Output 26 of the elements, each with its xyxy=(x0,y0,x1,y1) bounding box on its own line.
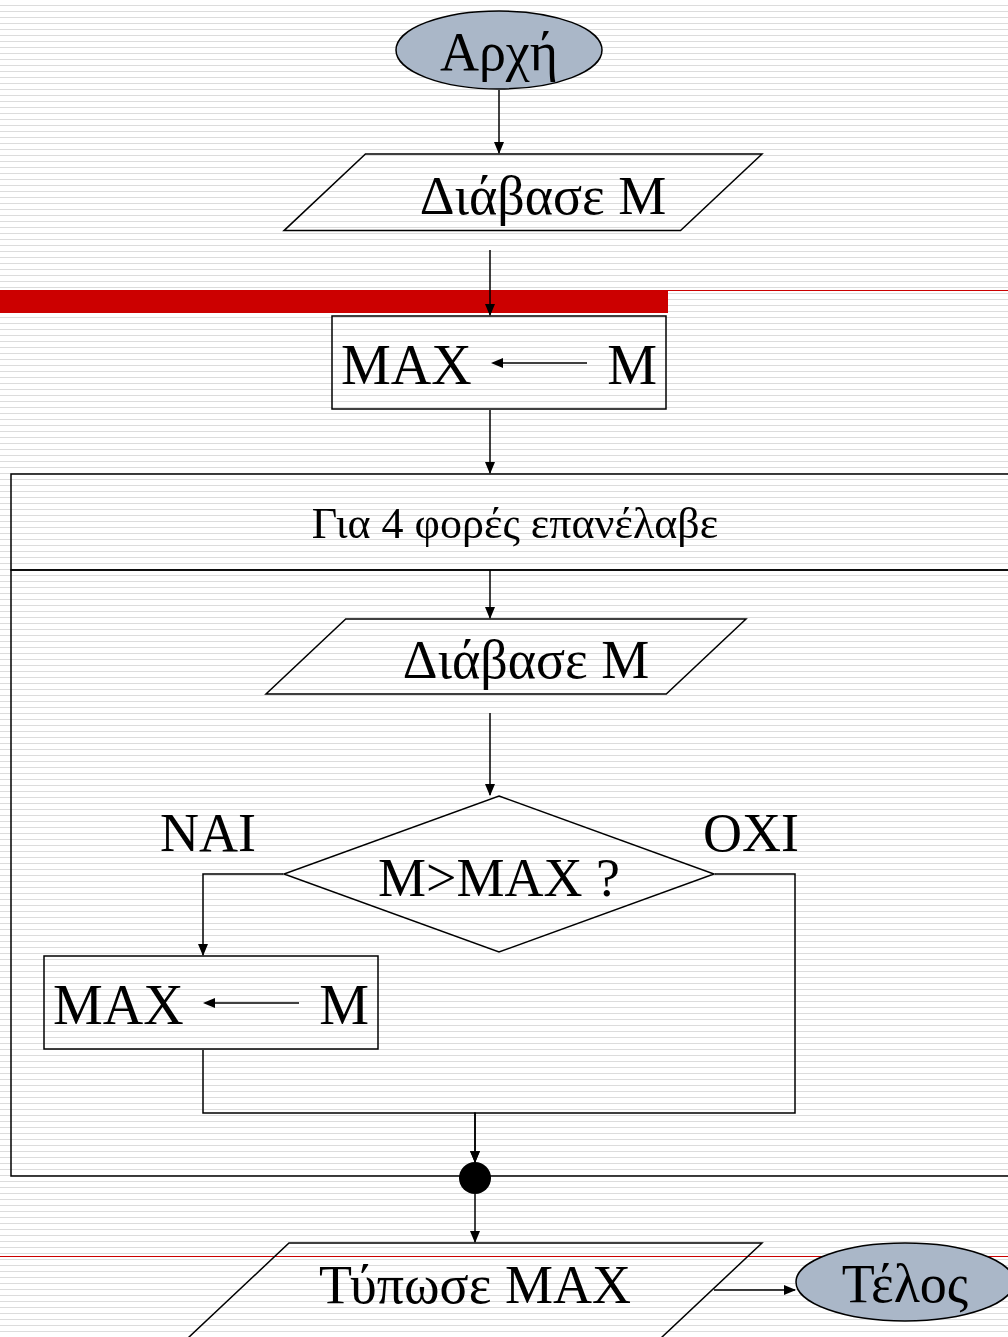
connector-dot xyxy=(459,1162,491,1194)
arrow xyxy=(494,89,504,154)
edge-label: ΟΧΙ xyxy=(703,806,799,860)
variable-label: M xyxy=(607,336,657,393)
condition-text: M>MAX ? xyxy=(377,851,621,905)
terminal-ellipse xyxy=(395,10,603,90)
loop-header-box xyxy=(10,473,1008,570)
arrow xyxy=(485,712,495,796)
step-text: Τέλος xyxy=(840,1257,970,1311)
arrow xyxy=(485,409,495,474)
arrow xyxy=(470,1193,480,1243)
process-box xyxy=(43,955,379,1050)
loop-heading: Για 4 φορές επανέλαβε xyxy=(310,501,720,546)
arrow xyxy=(485,569,495,619)
arrow xyxy=(713,1285,796,1295)
edge-label: ΝΑΙ xyxy=(160,806,256,860)
step-text: Τύπωσε MAX xyxy=(318,1258,632,1312)
arrow xyxy=(485,249,495,316)
process-box xyxy=(331,315,667,410)
variable-label: M xyxy=(319,976,369,1033)
variable-label: MAX xyxy=(341,336,472,393)
arrow xyxy=(198,873,284,956)
arrow xyxy=(202,1049,480,1163)
loop-body-box xyxy=(10,570,1008,1177)
variable-label: MAX xyxy=(53,976,184,1033)
input-output-parallelogram xyxy=(187,1242,763,1337)
